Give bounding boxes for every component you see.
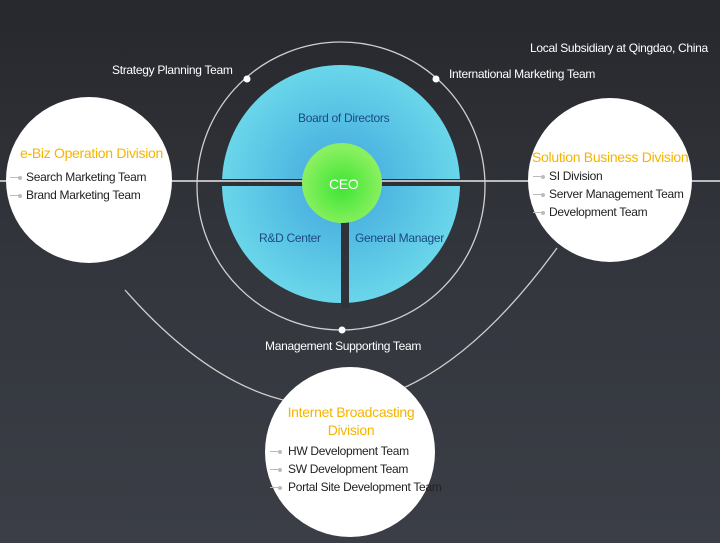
team-item: Search Marketing Team xyxy=(26,170,147,184)
strategy-planning-label: Strategy Planning Team xyxy=(112,63,233,77)
team-item: HW Development Team xyxy=(288,444,409,458)
division-circle-solution xyxy=(528,98,692,262)
division-title: Internet Broadcasting Division xyxy=(287,404,415,438)
team-item: Brand Marketing Team xyxy=(26,188,141,202)
ring-node xyxy=(432,75,440,83)
ring-node xyxy=(243,75,251,83)
international-marketing-label: International Marketing Team xyxy=(449,67,596,81)
board-of-directors-label: Board of Directors xyxy=(298,111,390,125)
division-circle-ebiz xyxy=(6,97,172,263)
ring-node xyxy=(338,326,346,334)
management-supporting-label: Management Supporting Team xyxy=(265,339,422,353)
team-item: Portal Site Development Team xyxy=(288,480,442,494)
general-manager-label: General Manager xyxy=(355,231,444,245)
ceo-circle xyxy=(302,143,382,223)
division-title: e-Biz Operation Division xyxy=(20,145,163,161)
team-item: Server Management Team xyxy=(549,187,684,201)
team-item: Development Team xyxy=(549,205,648,219)
team-item: SI Division xyxy=(549,169,603,183)
division-title: Solution Business Division xyxy=(532,149,689,165)
subsidiary-label: Local Subsidiary at Qingdao, China xyxy=(530,41,708,55)
division-circle-broadcasting xyxy=(265,367,435,537)
ceo-label: CEO xyxy=(329,176,359,192)
team-item: SW Development Team xyxy=(288,462,409,476)
rd-center-label: R&D Center xyxy=(259,231,321,245)
core-gap-v xyxy=(341,186,349,308)
